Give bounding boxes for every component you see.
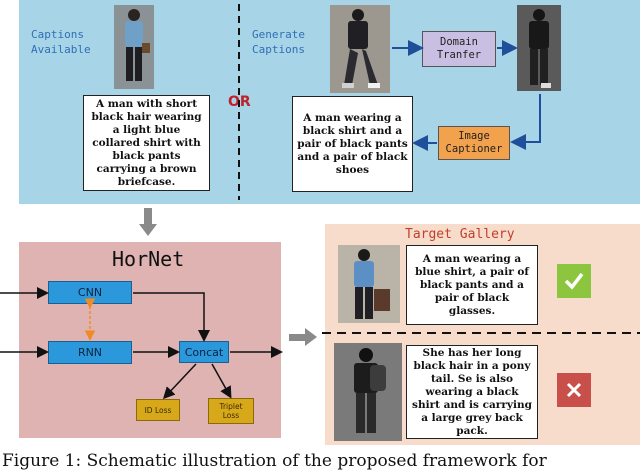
cross-icon: [557, 373, 591, 407]
arrow-cnn-concat: [133, 292, 210, 342]
target-gallery-title: Target Gallery: [405, 227, 515, 242]
generate-captions-label: Generate Captions: [252, 28, 305, 56]
arrow-to-id-loss: [162, 363, 197, 400]
down-arrow-head: [139, 224, 157, 236]
down-arrow-shaft: [144, 208, 152, 226]
domain-transfer-box: Domain Tranfer: [422, 31, 496, 67]
gallery-caption-nonmatch: She has her long black hair in a pony ta…: [406, 345, 538, 439]
figure-caption: Figure 1: Schematic illustration of the …: [2, 451, 547, 471]
caption-generated-box: A man wearing a black shirt and a pair o…: [292, 96, 413, 192]
right-arrow-shaft: [289, 334, 307, 341]
gallery-image-match: [338, 245, 400, 323]
check-icon: [557, 264, 591, 298]
caption-available-box: A man with short black hair wearing a li…: [83, 95, 210, 191]
gallery-image-nonmatch: [334, 343, 402, 441]
gallery-caption-match: A man wearing a blue shirt, a pair of bl…: [406, 245, 538, 325]
right-arrow-head: [305, 328, 317, 346]
arrow-to-captioner: [510, 94, 541, 150]
rnn-node: RNN: [48, 341, 132, 364]
captions-available-label: Captions Available: [31, 28, 91, 56]
image-captioner-box: Image Captioner: [438, 126, 510, 160]
id-loss-box: ID Loss: [136, 399, 180, 421]
person-image-generated: [330, 5, 390, 93]
hornet-title: HorNet: [112, 247, 185, 271]
arrow-to-triplet-loss: [211, 363, 232, 399]
person-image-source: [114, 5, 154, 89]
person-image-transferred: [517, 5, 561, 91]
